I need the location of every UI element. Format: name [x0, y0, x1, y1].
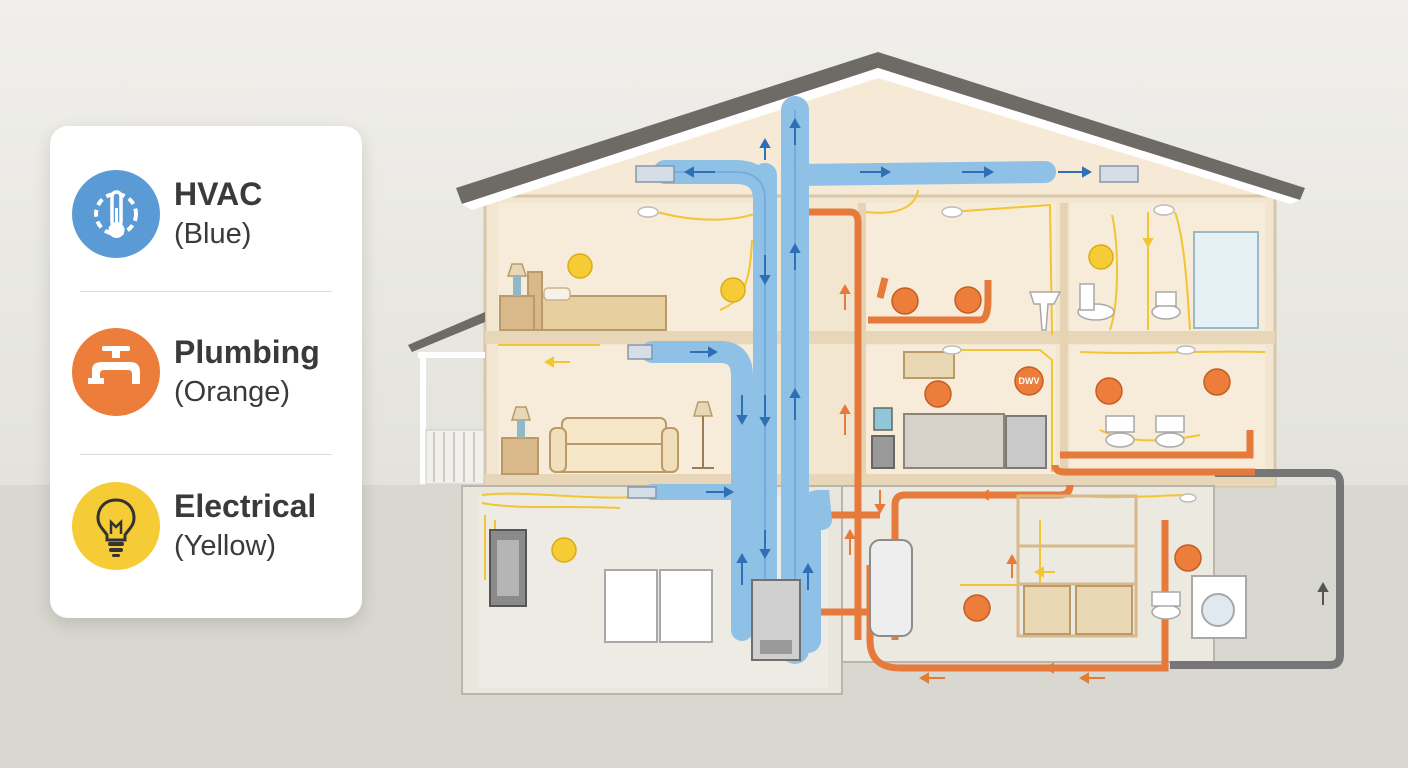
legend-divider: [80, 291, 332, 292]
plumbing-badges: [891, 286, 1231, 622]
legend-item-plumbing: Plumbing (Orange): [72, 324, 352, 420]
shelving: [1016, 494, 1138, 638]
bed: [537, 295, 667, 331]
sink-badge: [954, 286, 982, 314]
legend-name: HVAC: [174, 176, 263, 212]
dwv-label: DWV: [1019, 376, 1040, 386]
table-lamp: [506, 263, 528, 277]
interior-wall: [1060, 203, 1068, 475]
porch-roof: [408, 312, 485, 352]
interior-wall: [858, 203, 866, 475]
legend-card: HVAC (Blue) Plumbing (Orange): [50, 126, 362, 618]
ceiling-lights: [637, 204, 1197, 503]
dryer: [659, 569, 713, 643]
trap-badge: [1203, 368, 1231, 396]
thermometer-gear-icon: [72, 170, 160, 258]
legend-divider: [80, 454, 332, 455]
hvac-flow-arrows: [683, 117, 1093, 590]
washer: [604, 569, 658, 643]
nightstand: [499, 295, 535, 331]
legend-name: Electrical: [174, 488, 317, 524]
first-floor-slab: [485, 474, 1275, 486]
water-dispenser: [871, 435, 895, 469]
legend-color-label: (Orange): [174, 376, 291, 408]
washer-badge: [1174, 544, 1202, 572]
legend-color-label: (Yellow): [174, 530, 277, 562]
living-room-furniture: [501, 401, 714, 475]
side-table: [501, 437, 539, 475]
table-lamp: [510, 406, 532, 421]
kitchen-fixtures: [871, 351, 1047, 469]
light-bulb-badge: [551, 537, 577, 563]
vents: [627, 165, 1139, 499]
ceiling-light-badge: [1088, 244, 1114, 270]
electrical-badges: [551, 244, 1114, 563]
legend-item-hvac: HVAC (Blue): [72, 166, 352, 262]
legend-name: Plumbing: [174, 334, 320, 370]
sink: [1028, 291, 1062, 331]
dishwasher: [1005, 415, 1047, 469]
porch-post: [420, 356, 426, 484]
porch-beam: [418, 352, 485, 358]
bathroom-fixtures: [1028, 231, 1259, 620]
toilet-upstairs-2: [1151, 304, 1181, 320]
legend-color-label: (Blue): [174, 218, 252, 250]
dwv-badge: [1014, 366, 1044, 396]
basement-equipment: [489, 494, 1247, 661]
floor-lamp: [693, 401, 713, 417]
outlet-badge: [720, 277, 746, 303]
water-heater: [869, 539, 913, 637]
light-bulb-icon: [72, 482, 160, 570]
upper-cabinet: [903, 351, 955, 379]
drain-badge: [1095, 377, 1123, 405]
light-bulb-badge: [567, 253, 593, 279]
toilet-downstairs: [1105, 432, 1135, 448]
faucet-badge: [891, 287, 919, 315]
toilet-downstairs-2: [1155, 432, 1185, 448]
water-heater-badge: [963, 594, 991, 622]
drain-flow-arrows: [1317, 581, 1329, 605]
second-floor-slab: [485, 331, 1275, 344]
kitchen-cabinets: [903, 413, 1005, 469]
drain-pipe: [1170, 469, 1344, 669]
toilet-basement: [1151, 604, 1181, 620]
shower: [1193, 231, 1259, 329]
faucet-icon: [72, 328, 160, 416]
legend-item-electrical: Electrical (Yellow): [72, 478, 352, 574]
bedroom-furniture: [499, 263, 667, 331]
electrical-flow-arrows: [543, 228, 1154, 578]
plumbing-pipes: [808, 208, 1255, 672]
faucet-badge: [924, 380, 952, 408]
plumbing-flow-arrows: [839, 283, 1105, 684]
